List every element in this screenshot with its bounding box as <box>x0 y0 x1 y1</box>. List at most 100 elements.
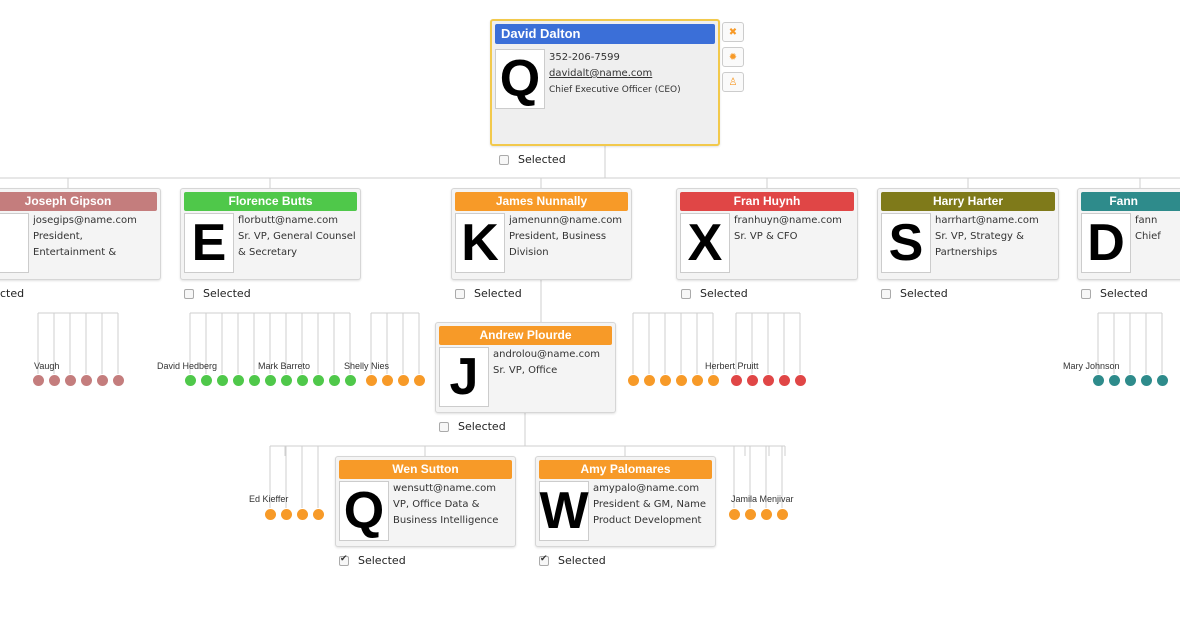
node-label: Ed Kieffer <box>249 494 289 504</box>
collapsed-node-dot[interactable] <box>264 508 276 520</box>
email-link[interactable]: androlou@name.com <box>493 349 600 360</box>
root-card[interactable]: David Dalton Q 352-206-7599 davidalt@nam… <box>490 19 720 146</box>
user-button[interactable]: ♙ <box>722 72 744 92</box>
card-info: 352-206-7599 davidalt@name.com Chief Exe… <box>549 50 716 98</box>
collapsed-node-dot[interactable] <box>707 374 719 386</box>
card-amy-palomares[interactable]: Amy Palomares W amypalo@name.com Preside… <box>535 456 716 547</box>
collapsed-node-dot[interactable] <box>32 374 44 386</box>
checkbox[interactable] <box>881 288 891 299</box>
collapsed-node-dot[interactable] <box>280 374 292 386</box>
select-checkbox[interactable]: Selected <box>681 287 748 300</box>
email-link[interactable]: davidalt@name.com <box>549 68 653 79</box>
node-label: Mark Barreto <box>258 361 311 371</box>
collapsed-node-dot[interactable] <box>744 508 756 520</box>
collapsed-node-dot[interactable] <box>280 508 292 520</box>
collapsed-node-dot[interactable] <box>730 374 742 386</box>
collapsed-node-dot[interactable] <box>296 374 308 386</box>
checkbox[interactable] <box>455 288 465 299</box>
collapsed-node-dot[interactable] <box>760 508 772 520</box>
collapsed-node-dot[interactable] <box>365 374 377 386</box>
role-line: Sr. VP, General Counsel <box>238 231 356 242</box>
avatar: Q <box>495 49 545 109</box>
collapsed-node-dot[interactable] <box>328 374 340 386</box>
card-wen-sutton[interactable]: Wen Sutton Q wensutt@name.com VP, Office… <box>335 456 516 547</box>
collapsed-node-dot[interactable] <box>248 374 260 386</box>
collapsed-node-dot[interactable] <box>746 374 758 386</box>
role-line: Sr. VP, Strategy & <box>935 231 1024 242</box>
settings-button[interactable]: ✹ <box>722 47 744 67</box>
collapsed-node-dot[interactable] <box>200 374 212 386</box>
select-checkbox[interactable]: Selected <box>184 287 251 300</box>
checkbox[interactable] <box>184 288 194 299</box>
collapsed-node-dot[interactable] <box>1092 374 1104 386</box>
checkbox[interactable] <box>499 154 509 165</box>
collapsed-node-dot[interactable] <box>312 508 324 520</box>
select-checkbox[interactable]: Selected <box>339 554 406 567</box>
collapsed-node-dot[interactable] <box>184 374 196 386</box>
collapsed-node-dot[interactable] <box>728 508 740 520</box>
select-checkbox[interactable]: Selected <box>539 554 606 567</box>
card-fran-huynh[interactable]: Fran Huynh X franhuyn@name.com Sr. VP & … <box>676 188 858 280</box>
email-link[interactable]: jamenunn@name.com <box>509 215 623 226</box>
checkbox[interactable] <box>681 288 691 299</box>
avatar: J <box>439 347 489 407</box>
collapsed-node-dot[interactable] <box>312 374 324 386</box>
node-label: Mary Johnson <box>1063 361 1120 371</box>
collapsed-node-dot[interactable] <box>643 374 655 386</box>
collapsed-node-dot[interactable] <box>80 374 92 386</box>
card-fann[interactable]: Fann D fann Chief <box>1077 188 1180 280</box>
email-link[interactable]: florbutt@name.com <box>238 215 338 226</box>
email-link[interactable]: fann <box>1135 215 1158 226</box>
collapsed-node-dot[interactable] <box>675 374 687 386</box>
email-link[interactable]: harrhart@name.com <box>935 215 1039 226</box>
select-checkbox[interactable]: Selected <box>439 420 506 433</box>
collapsed-node-dot[interactable] <box>96 374 108 386</box>
collapsed-node-dot[interactable] <box>344 374 356 386</box>
checkbox-checked[interactable] <box>539 554 549 566</box>
collapsed-node-dot[interactable] <box>232 374 244 386</box>
card-andrew-plourde[interactable]: Andrew Plourde J androlou@name.com Sr. V… <box>435 322 616 413</box>
collapsed-node-dot[interactable] <box>659 374 671 386</box>
checkbox-label: Selected <box>474 287 522 300</box>
close-button[interactable]: ✖ <box>722 22 744 42</box>
checkbox-checked[interactable] <box>339 554 349 566</box>
collapsed-node-dot[interactable] <box>216 374 228 386</box>
collapsed-node-dot[interactable] <box>1108 374 1120 386</box>
select-checkbox[interactable]: cted <box>0 287 24 300</box>
collapsed-node-dot[interactable] <box>112 374 124 386</box>
collapsed-node-dot[interactable] <box>381 374 393 386</box>
card-florence-butts[interactable]: Florence Butts E florbutt@name.com Sr. V… <box>180 188 361 280</box>
select-checkbox[interactable]: Selected <box>1081 287 1148 300</box>
email-link[interactable]: josegips@name.com <box>33 215 137 226</box>
checkbox[interactable] <box>1081 288 1091 299</box>
collapsed-node-dot[interactable] <box>1140 374 1152 386</box>
card-james-nunnally[interactable]: James Nunnally K jamenunn@name.com Presi… <box>451 188 632 280</box>
card-joseph-gipson[interactable]: Joseph Gipson josegips@name.com Presiden… <box>0 188 161 280</box>
card-info: wensutt@name.com VP, Office Data & Busin… <box>393 481 513 529</box>
checkbox-label: cted <box>0 287 25 300</box>
collapsed-node-dot[interactable] <box>264 374 276 386</box>
collapsed-node-dot[interactable] <box>794 374 806 386</box>
email-link[interactable]: wensutt@name.com <box>393 483 496 494</box>
collapsed-node-dot[interactable] <box>296 508 308 520</box>
collapsed-node-dot[interactable] <box>1156 374 1168 386</box>
collapsed-node-dot[interactable] <box>64 374 76 386</box>
collapsed-node-dot[interactable] <box>1124 374 1136 386</box>
select-checkbox[interactable]: Selected <box>881 287 948 300</box>
checkbox[interactable] <box>439 421 449 432</box>
select-checkbox[interactable]: Selected <box>455 287 522 300</box>
collapsed-node-dot[interactable] <box>762 374 774 386</box>
email-link[interactable]: amypalo@name.com <box>593 483 700 494</box>
select-checkbox-root[interactable]: Selected <box>499 153 566 166</box>
collapsed-node-dot[interactable] <box>397 374 409 386</box>
collapsed-node-dot[interactable] <box>776 508 788 520</box>
card-harry-harter[interactable]: Harry Harter S harrhart@name.com Sr. VP,… <box>877 188 1059 280</box>
collapsed-node-dot[interactable] <box>48 374 60 386</box>
collapsed-node-dot[interactable] <box>627 374 639 386</box>
collapsed-node-dot[interactable] <box>413 374 425 386</box>
email-link[interactable]: franhuyn@name.com <box>734 215 842 226</box>
collapsed-node-dot[interactable] <box>778 374 790 386</box>
collapsed-node-dot[interactable] <box>691 374 703 386</box>
avatar: W <box>539 481 589 541</box>
